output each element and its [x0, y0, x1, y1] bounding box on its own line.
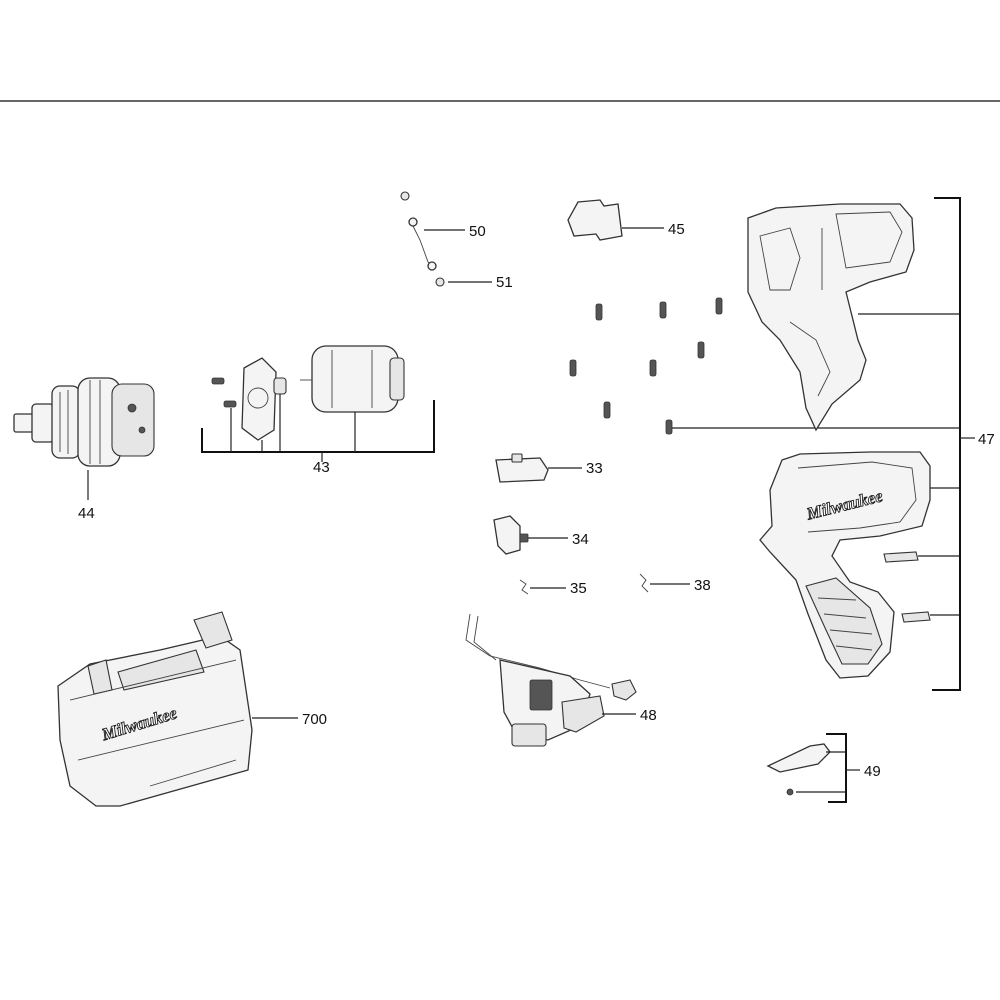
- label-49: 49: [864, 763, 881, 780]
- label-51: 51: [496, 274, 513, 291]
- label-33: 33: [586, 460, 603, 477]
- part-700-carry-case: Milwaukee: [57, 611, 298, 807]
- label-38: 38: [694, 577, 711, 594]
- part-45-label: [567, 199, 664, 241]
- label-50: 50: [469, 223, 486, 240]
- part-47-inserts: [883, 551, 931, 623]
- label-45: 45: [668, 221, 685, 238]
- label-35: 35: [570, 580, 587, 597]
- part-35-spring: [519, 579, 566, 595]
- part-48-electronics: [465, 613, 637, 747]
- housing-screws: [569, 297, 960, 435]
- part-44-gearbox: [13, 377, 155, 500]
- part-47-housing-left: [747, 203, 915, 432]
- part-34-trigger: [493, 515, 568, 555]
- part-38-spring: [639, 573, 690, 593]
- part-33-switch-plate: [495, 453, 582, 483]
- label-34: 34: [572, 531, 589, 548]
- label-48: 48: [640, 707, 657, 724]
- bracket-47: [858, 197, 975, 691]
- part-47-housing-right: Milwaukee: [759, 451, 931, 679]
- label-43: 43: [313, 459, 330, 476]
- part-49-belt-clip: [766, 733, 860, 803]
- label-44: 44: [78, 505, 95, 522]
- label-47: 47: [978, 431, 995, 448]
- part-43-motor-assembly: [201, 345, 435, 462]
- part-51-screw: [435, 277, 492, 287]
- part-50-link: [400, 191, 465, 271]
- label-700: 700: [302, 711, 327, 728]
